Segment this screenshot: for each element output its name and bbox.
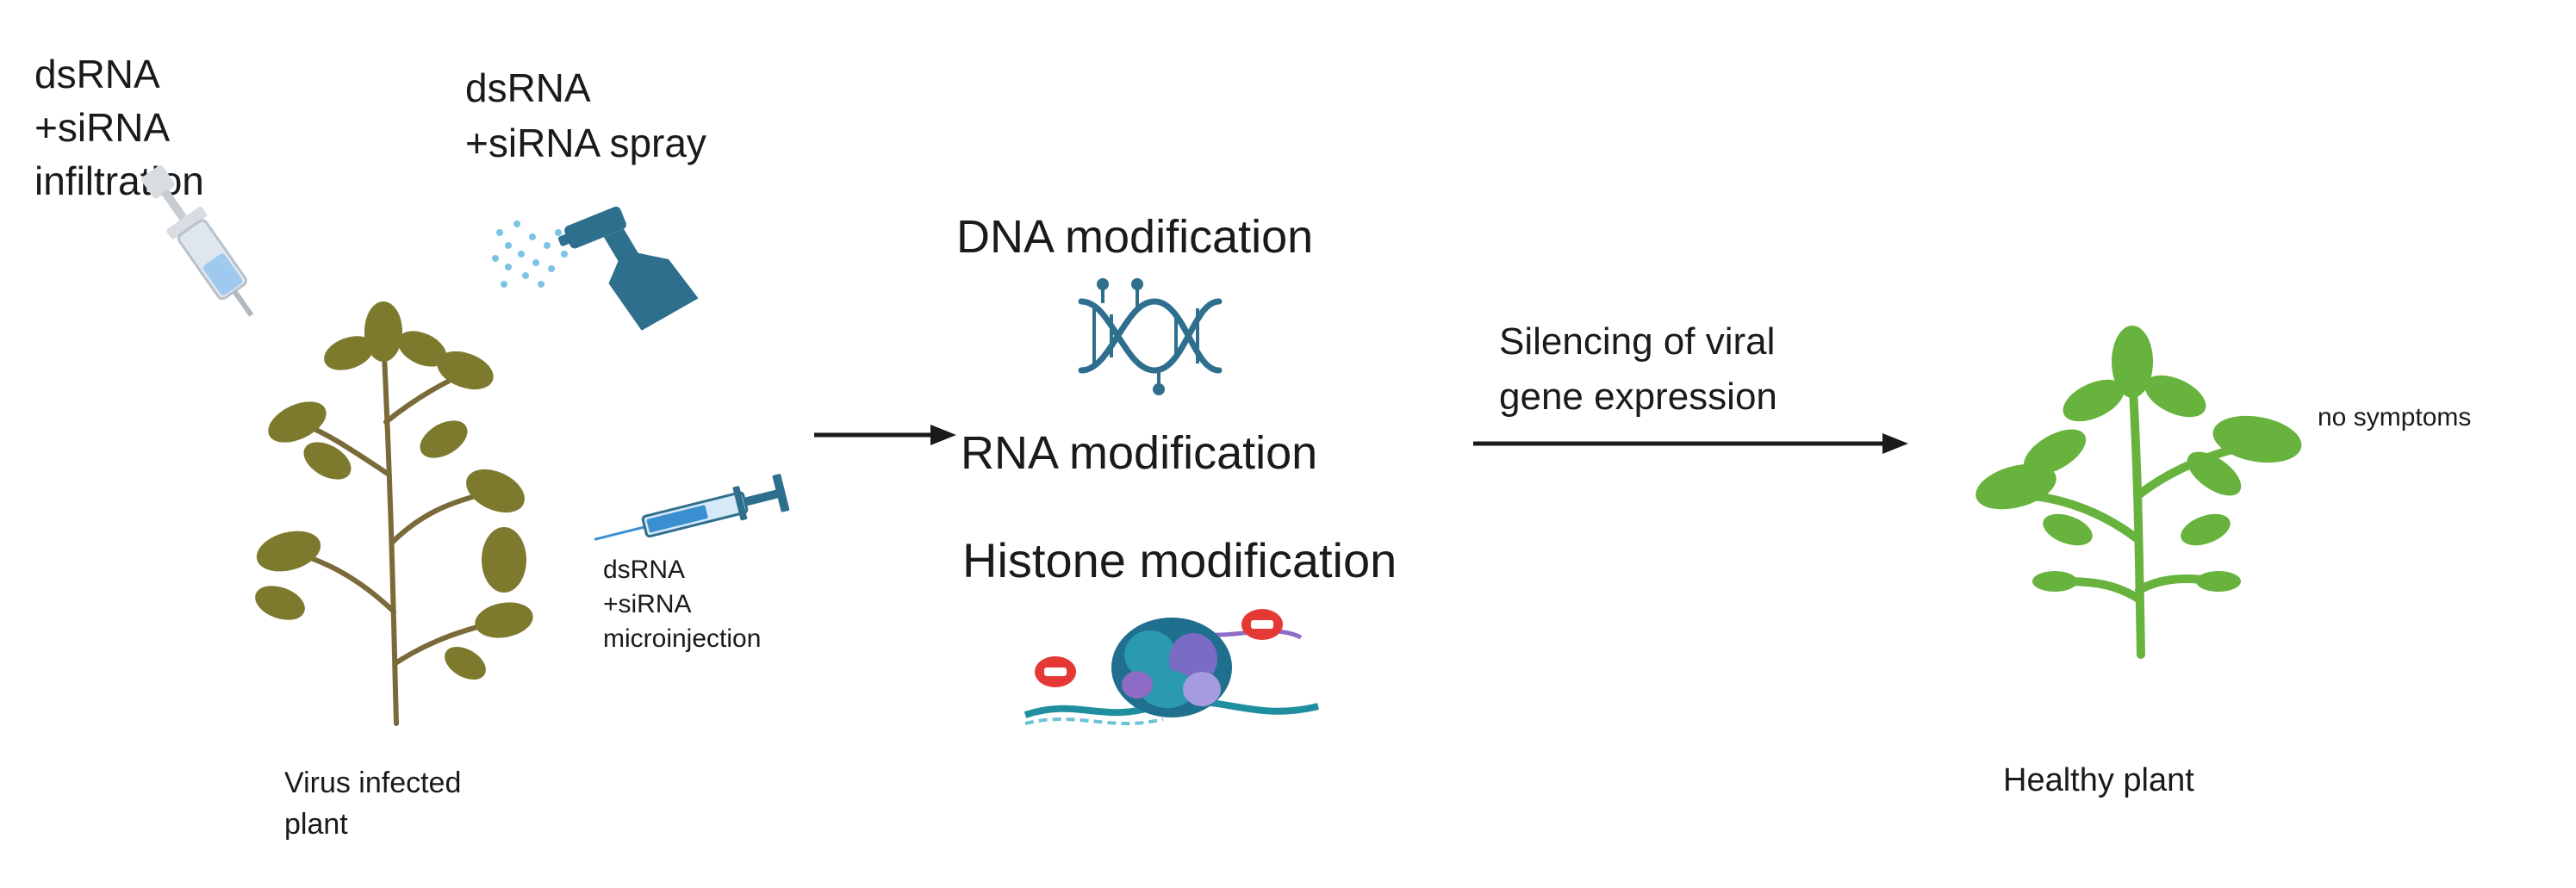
virus-infected-plant-label: Virus infected plant xyxy=(284,762,461,845)
infiltration-label: dsRNA +siRNA infiltration xyxy=(34,47,204,208)
infiltration-label-line3: infiltration xyxy=(34,158,204,203)
infiltration-label-line2: +siRNA xyxy=(34,105,171,150)
virus-plant-label-line1: Virus infected xyxy=(284,767,462,799)
microinjection-label-line2: +siRNA xyxy=(603,590,692,618)
spray-label-line1: dsRNA xyxy=(465,65,591,110)
histone-modification-label: Histone modification xyxy=(962,533,1397,587)
syringe-icon xyxy=(141,165,254,317)
spray-bottle-icon xyxy=(492,206,699,331)
spray-label: dsRNA +siRNA spray xyxy=(465,60,706,171)
no-symptoms-label: no symptoms xyxy=(2318,403,2472,432)
microinjection-needle-icon xyxy=(594,474,790,541)
silencing-label-line1: Silencing of viral xyxy=(1499,320,1776,363)
spray-label-line2: +siRNA spray xyxy=(465,121,706,165)
healthy-plant-label: Healthy plant xyxy=(2003,762,2194,798)
microinjection-label-line1: dsRNA xyxy=(603,556,686,584)
microinjection-label-line3: microinjection xyxy=(603,624,762,653)
dna-icon xyxy=(1078,278,1223,395)
arrow-to-healthy xyxy=(1473,433,1908,454)
microinjection-label: dsRNA +siRNA microinjection xyxy=(603,553,761,656)
healthy-plant-icon xyxy=(1976,326,2302,659)
nucleosome-icon xyxy=(1024,609,1319,725)
dna-modification-label: DNA modification xyxy=(956,211,1314,263)
infected-plant-icon xyxy=(255,301,533,726)
arrow-to-modifications xyxy=(814,425,956,445)
rna-modification-label: RNA modification xyxy=(961,427,1318,479)
virus-plant-label-line2: plant xyxy=(284,808,348,841)
silencing-label: Silencing of viral gene expression xyxy=(1499,314,1777,425)
infiltration-label-line1: dsRNA xyxy=(34,52,160,96)
silencing-label-line2: gene expression xyxy=(1499,376,1777,418)
